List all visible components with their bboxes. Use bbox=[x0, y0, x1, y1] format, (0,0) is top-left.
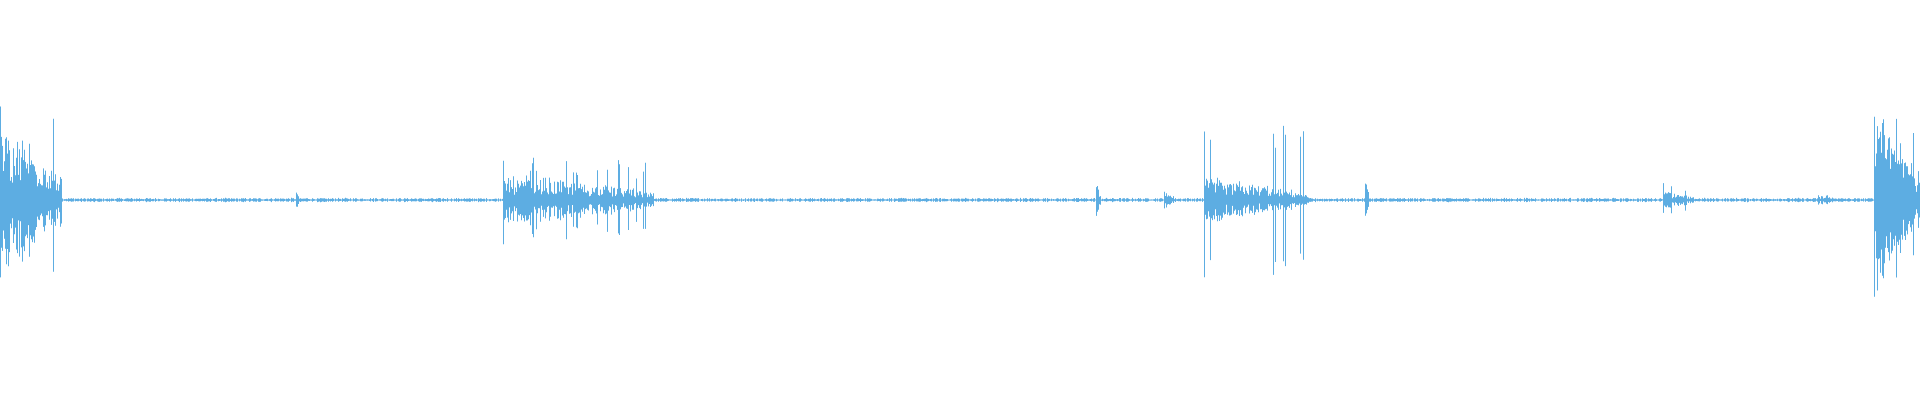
waveform-bars bbox=[0, 106, 1920, 297]
